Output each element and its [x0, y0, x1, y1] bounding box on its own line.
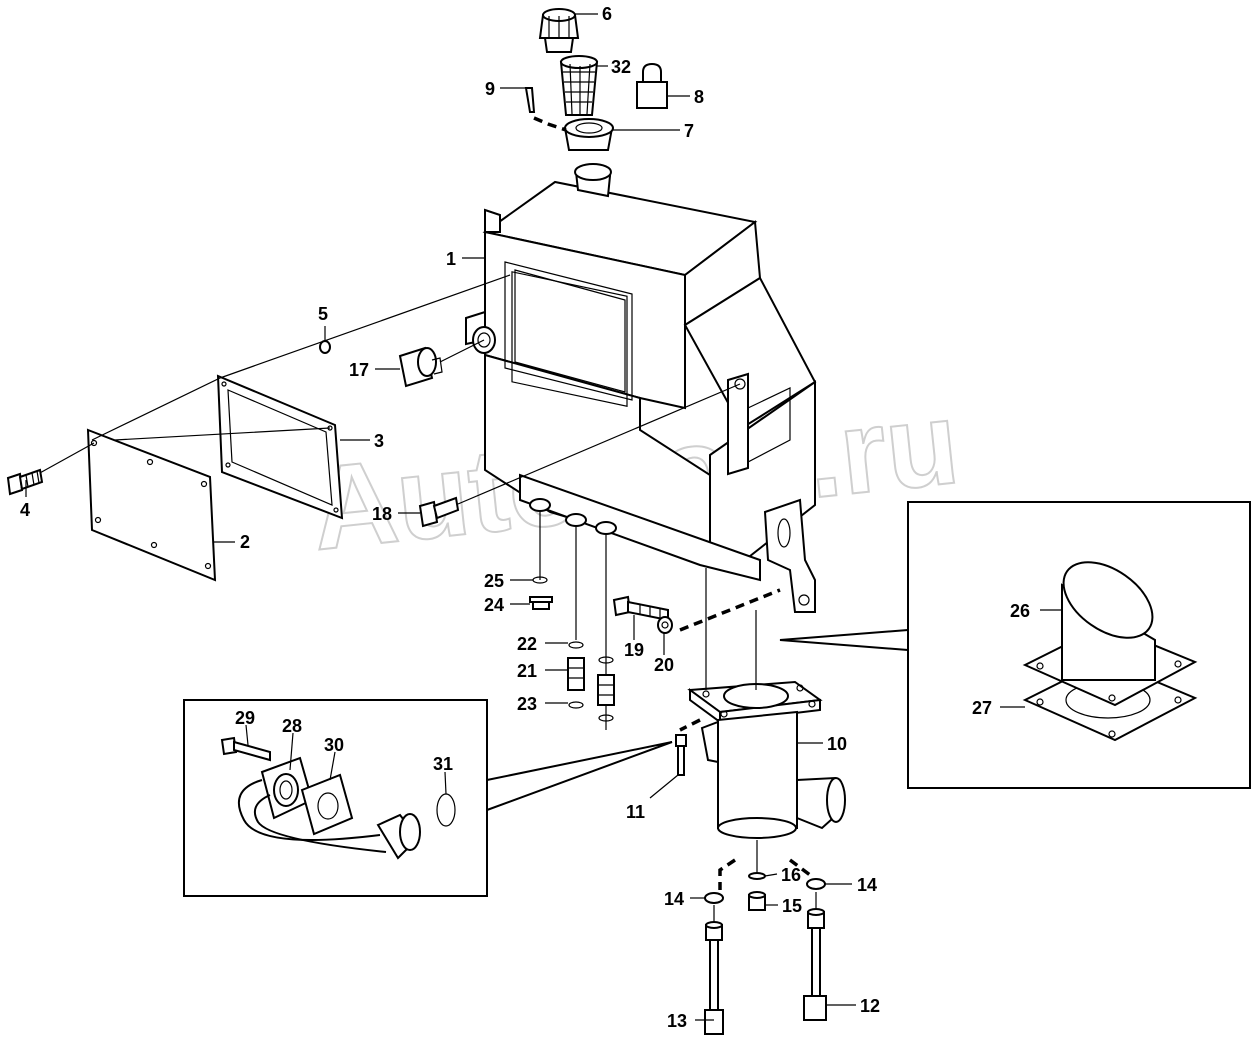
filler-assembly: [524, 8, 668, 151]
detail-box-left: [183, 699, 673, 897]
leader-lines: [25, 13, 1062, 1021]
callout-20: 20: [654, 655, 674, 675]
callout-23: 23: [517, 694, 537, 714]
bolt-4: [6, 468, 44, 496]
callout-3: 3: [374, 431, 384, 451]
lower-fasteners: [704, 872, 827, 1035]
callout-22: 22: [517, 634, 537, 654]
callout-2: 2: [240, 532, 250, 552]
callout-19: 19: [624, 640, 644, 660]
gasket: [216, 374, 344, 520]
callout-26: 26: [1010, 601, 1030, 621]
washer-5: [319, 340, 331, 354]
callout-10: 10: [827, 734, 847, 754]
callout-28: 28: [282, 716, 302, 736]
callout-32: 32: [611, 57, 631, 77]
callout-9: 9: [485, 79, 495, 99]
callout-4: 4: [20, 500, 30, 520]
callout-27: 27: [972, 698, 992, 718]
detail-box-right: [779, 501, 1251, 789]
callout-15: 15: [782, 896, 802, 916]
callout-30: 30: [324, 735, 344, 755]
callout-labels: 1 2 3 4 5 6 7 8 9 10 11 12 13 14 14 15 1…: [20, 4, 1030, 1031]
callout-25: 25: [484, 571, 504, 591]
bottom-fittings: [529, 512, 781, 730]
callout-16: 16: [781, 865, 801, 885]
callout-8: 8: [694, 87, 704, 107]
callout-1: 1: [446, 249, 456, 269]
callout-31: 31: [433, 754, 453, 774]
callout-6: 6: [602, 4, 612, 24]
callout-29: 29: [235, 708, 255, 728]
plug-17: [398, 339, 485, 388]
callout-5: 5: [318, 304, 328, 324]
callout-13: 13: [667, 1011, 687, 1031]
cover-plate: [86, 428, 217, 582]
callout-24: 24: [484, 595, 504, 615]
callout-7: 7: [684, 121, 694, 141]
callout-14-left: 14: [664, 889, 684, 909]
callout-18: 18: [372, 504, 392, 524]
callout-11: 11: [626, 802, 645, 822]
callout-12: 12: [860, 996, 880, 1016]
callout-17: 17: [349, 360, 369, 380]
callout-21: 21: [517, 661, 537, 681]
tank: [465, 163, 817, 613]
callout-14-right: 14: [857, 875, 877, 895]
bolt-11: [675, 734, 687, 776]
bolt-18: [418, 383, 741, 528]
elbow-pipe: [679, 568, 846, 890]
